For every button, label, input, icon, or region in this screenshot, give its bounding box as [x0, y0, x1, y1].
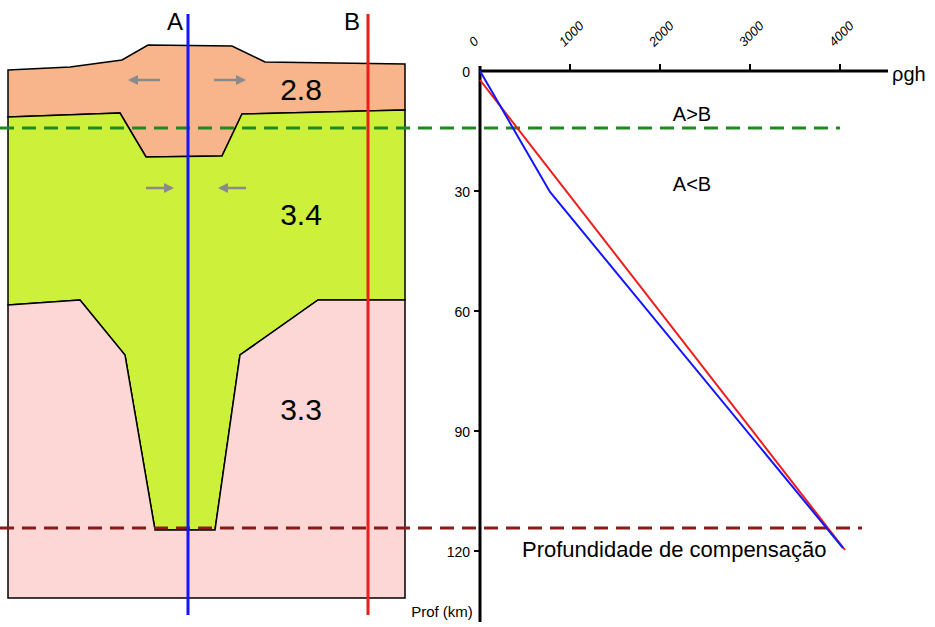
comparison-label: A>B — [673, 103, 711, 126]
label-holder: A — [167, 8, 183, 36]
tick-label: 0 — [462, 64, 470, 80]
tick-label: 4000 — [826, 19, 857, 50]
label-holder: 2000 — [644, 17, 677, 50]
label-holder: A<B — [673, 173, 711, 196]
text-holder: 2.8 — [280, 73, 322, 108]
label-holder: B — [344, 8, 360, 36]
compensation-line — [0, 527, 862, 530]
depth-axis — [479, 66, 482, 622]
label-holder: A>B — [673, 103, 711, 126]
layer-outline — [8, 300, 405, 598]
comparison-label: A<B — [673, 173, 711, 196]
pressure-curve — [480, 71, 843, 548]
tick-label: 60 — [454, 304, 470, 320]
tick-label: 3000 — [736, 19, 767, 50]
reference-line — [0, 127, 840, 130]
label-holder: Prof (km) — [411, 603, 473, 621]
depth-label: Profundidade de compensação — [520, 537, 829, 562]
tick-label: 30 — [454, 184, 470, 200]
tick-label: 1000 — [556, 19, 587, 50]
pressure-curve — [480, 80, 845, 550]
label-holder: 3000 — [734, 17, 767, 50]
label-holder: 120 — [447, 543, 470, 561]
tick-label: 0 — [466, 34, 482, 50]
axis-title: Prof (km) — [411, 603, 473, 620]
pressure-axis — [480, 70, 888, 73]
label-holder: 0 — [462, 63, 470, 81]
tick-label: 120 — [447, 544, 470, 560]
tick-label: 90 — [454, 424, 470, 440]
column-label: A — [167, 8, 183, 36]
text-holder: 3.4 — [280, 198, 322, 233]
density-value: 3.3 — [280, 393, 322, 428]
flow-arrow — [220, 187, 246, 190]
label-holder: 1000 — [554, 17, 587, 50]
flow-arrow — [130, 79, 160, 82]
flow-arrow — [214, 79, 244, 82]
layer-shape — [8, 300, 405, 598]
label-holder: ρgh — [892, 63, 926, 86]
label-holder: 60 — [454, 303, 470, 321]
axis-title: ρgh — [892, 63, 926, 86]
label-holder: Profundidade de compensação — [520, 537, 829, 562]
label-holder: 30 — [454, 183, 470, 201]
density-value: 3.4 — [280, 198, 322, 233]
label-holder: 0 — [464, 32, 482, 50]
text-holder: 3.3 — [280, 393, 322, 428]
column-line — [187, 14, 190, 615]
density-value: 2.8 — [280, 73, 322, 108]
label-holder: 4000 — [824, 17, 857, 50]
label-holder: 90 — [454, 423, 470, 441]
flow-arrow — [146, 187, 172, 190]
tick-label: 2000 — [646, 19, 677, 50]
column-label: B — [344, 8, 360, 36]
mantle-layer: 3.3 — [8, 300, 405, 598]
column-line — [367, 14, 370, 615]
